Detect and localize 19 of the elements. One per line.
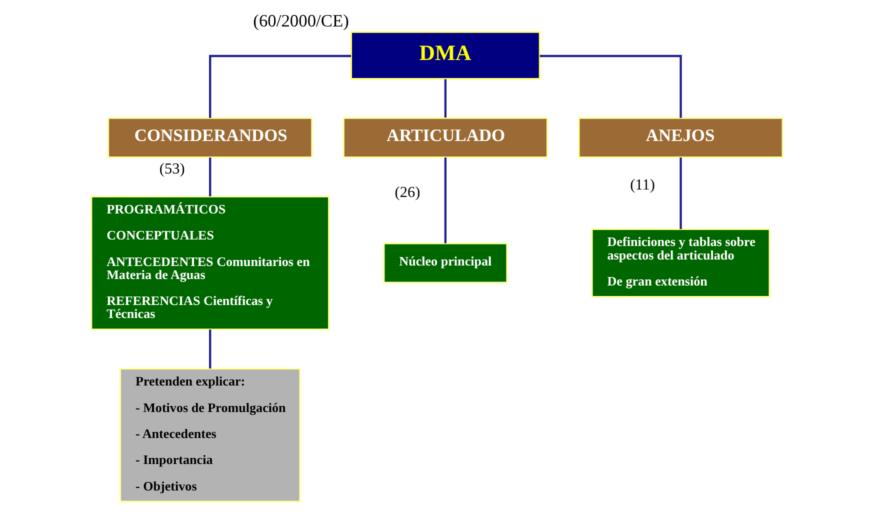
node-box: DMA — [350, 31, 540, 80]
node-box: ANEJOS — [578, 117, 784, 158]
connector — [209, 54, 352, 118]
edge-label: (26) — [394, 184, 420, 201]
node-label: (60/2000/CE) — [253, 10, 349, 30]
connector — [680, 158, 682, 230]
edge-label: (53) — [159, 160, 185, 178]
connector — [444, 79, 447, 118]
connector — [540, 54, 682, 118]
node-box: Pretenden explicar: - Motivos de Promulgación - Antecedentes - Importancia - Objetivos — [119, 368, 301, 502]
node-box: ARTICULADO — [342, 117, 548, 158]
node-box: Definiciones y tablas sobre aspectos del articulado De gran extensión — [591, 228, 770, 298]
connector — [444, 158, 447, 244]
connector — [209, 158, 212, 196]
edge-label: (11) — [630, 176, 655, 194]
node-box: CONSIDERANDOS — [107, 117, 313, 158]
connector — [209, 330, 212, 368]
node-box: Núcleo principal — [383, 242, 508, 284]
node-box: PROGRAMÁTICOS CONCEPTUALES ANTECEDENTES Comunitarios en Materia de Aguas REFERENCIAS Científicas y Técnicas — [90, 196, 330, 330]
